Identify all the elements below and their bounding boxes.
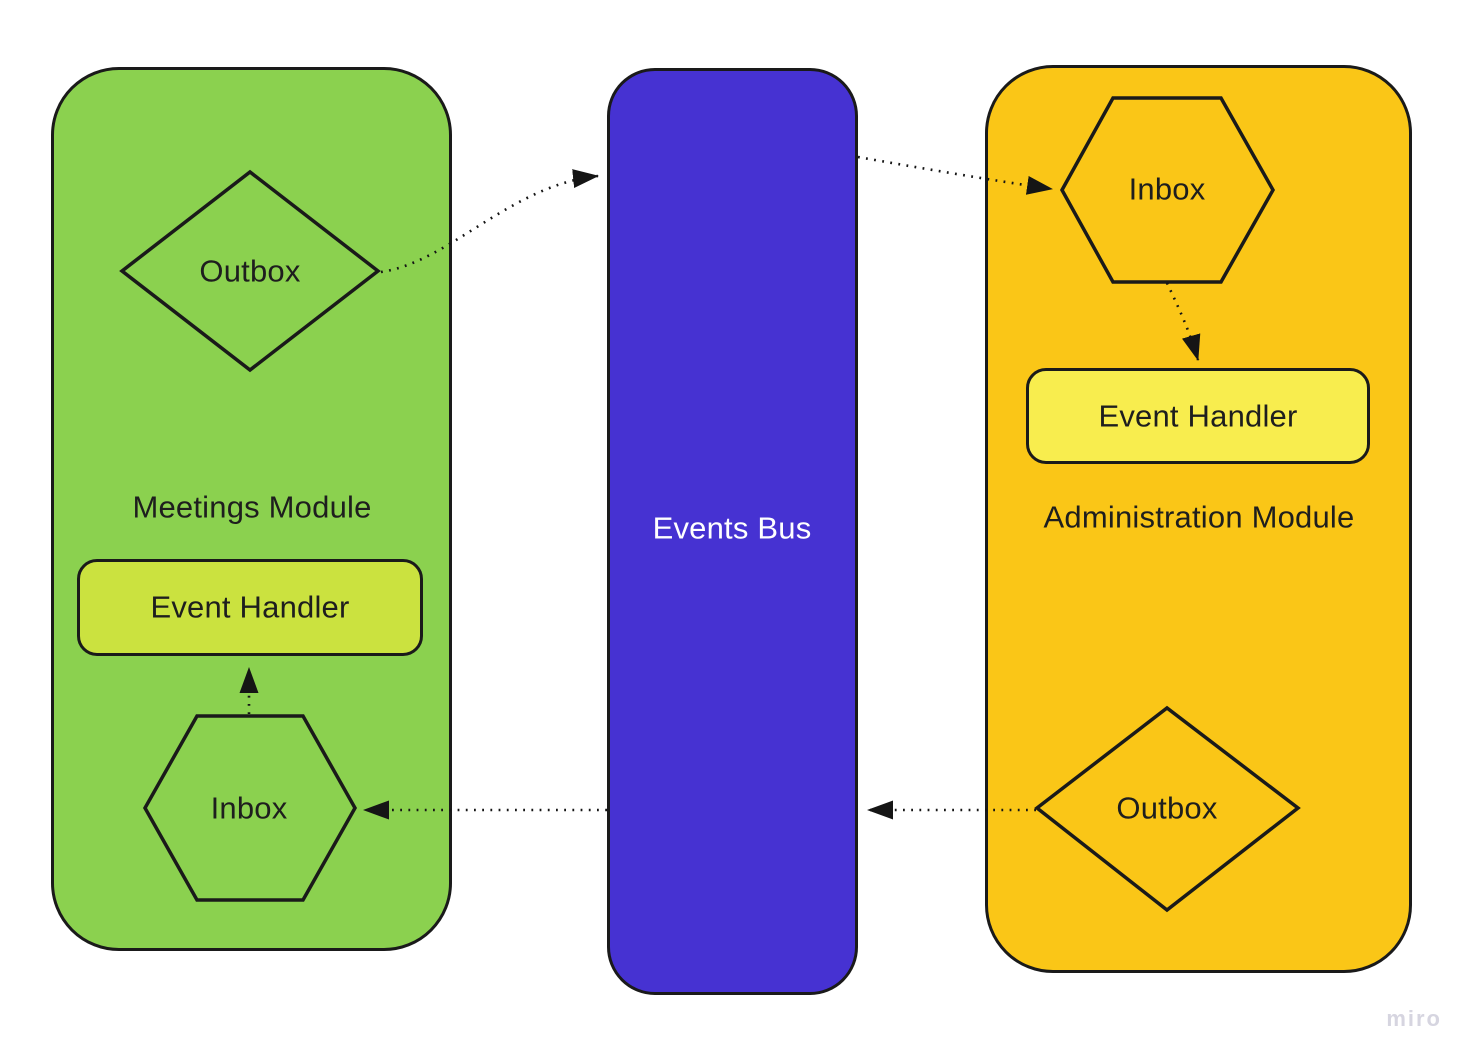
administration-event-handler-box[interactable] [1026,368,1370,464]
administration-module-title: Administration Module [1043,499,1355,535]
events-bus-title: Events Bus [652,510,812,546]
events-bus-container[interactable] [607,68,858,995]
administration-event-handler-label: Event Handler [1098,398,1298,434]
meetings-outbox-label: Outbox [199,253,301,289]
miro-watermark: miro [1386,1006,1442,1031]
administration-inbox-label: Inbox [1128,171,1206,207]
administration-outbox-label: Outbox [1116,790,1218,826]
meetings-event-handler-label: Event Handler [150,589,350,625]
meetings-event-handler-box[interactable] [77,559,423,656]
meetings-inbox-label: Inbox [210,790,288,826]
meetings-module-title: Meetings Module [132,489,372,525]
